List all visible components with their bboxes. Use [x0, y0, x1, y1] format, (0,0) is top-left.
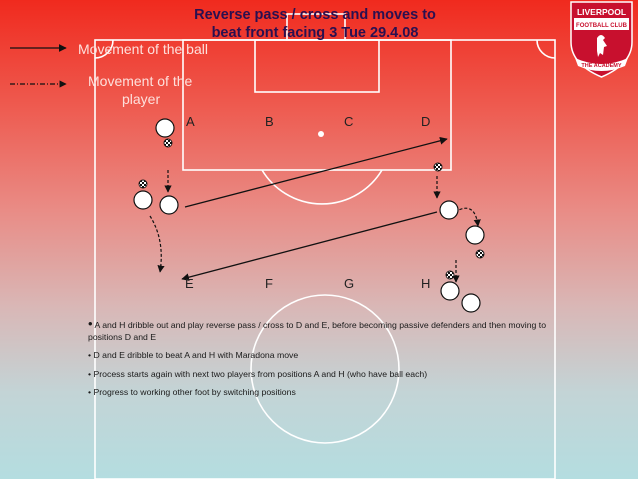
player-h-second — [461, 293, 481, 313]
goal — [286, 13, 346, 41]
zone-g-label: G — [344, 276, 355, 291]
pass-arrow-to-e — [181, 211, 438, 281]
player-a — [155, 118, 175, 138]
player-defender-left — [159, 195, 179, 215]
zone-b-label: B — [265, 114, 274, 129]
corner-arc-left — [94, 39, 114, 59]
run-arrow-to-h — [454, 207, 481, 227]
ball-icon — [138, 179, 148, 189]
svg-text:LIVERPOOL: LIVERPOOL — [577, 7, 626, 17]
zone-a-label: A — [186, 114, 195, 129]
svg-text:FOOTBALL CLUB: FOOTBALL CLUB — [576, 23, 628, 29]
player-h — [440, 281, 460, 301]
note-item: • D and E dribble to beat A and H with M… — [88, 350, 299, 360]
pass-arrow-to-d — [184, 136, 448, 208]
penalty-arc — [261, 169, 383, 205]
slide-title: Reverse pass / cross and moves to beat f… — [140, 6, 490, 42]
legend-ball-label: Movement of the ball — [78, 41, 208, 57]
note-item: • Progress to working other foot by swit… — [88, 387, 296, 397]
coaching-notes: • A and H dribble out and play reverse p… — [88, 316, 568, 406]
ball-icon — [475, 249, 485, 259]
legend-player-label-1: Movement of the — [88, 73, 193, 89]
note-item: • Process starts again with next two pla… — [88, 368, 428, 379]
zone-h-label: H — [421, 276, 431, 291]
ball-icon — [163, 138, 173, 148]
liverpool-academy-crest-icon: LIVERPOOL FOOTBALL CLUB THE ACADEMY — [570, 1, 633, 78]
note-item: • A and H dribble out and play reverse p… — [88, 316, 547, 342]
player-defender-right — [439, 200, 459, 220]
player-attacker-left — [133, 190, 153, 210]
player-attacker-right — [465, 225, 485, 245]
title-line-1: Reverse pass / cross and moves to — [194, 7, 436, 23]
goal-area — [254, 39, 380, 93]
pitch-boundary — [94, 39, 556, 479]
svg-text:THE ACADEMY: THE ACADEMY — [581, 63, 621, 69]
run-arrow-to-e — [149, 215, 165, 273]
zone-f-label: F — [265, 276, 273, 291]
penalty-area — [182, 39, 452, 171]
zone-e-label: E — [185, 276, 194, 291]
ball-icon — [445, 270, 455, 280]
centre-circle — [250, 294, 400, 444]
zone-d-label: D — [421, 114, 431, 129]
title-line-2: beat front facing 3 Tue 29.4.08 — [211, 25, 419, 41]
legend-player-label-2: player — [122, 91, 161, 107]
pitch-markings — [94, 13, 556, 479]
penalty-spot — [318, 131, 324, 137]
ball-icon — [433, 162, 443, 172]
corner-arc-right — [536, 39, 556, 59]
zone-c-label: C — [344, 114, 354, 129]
